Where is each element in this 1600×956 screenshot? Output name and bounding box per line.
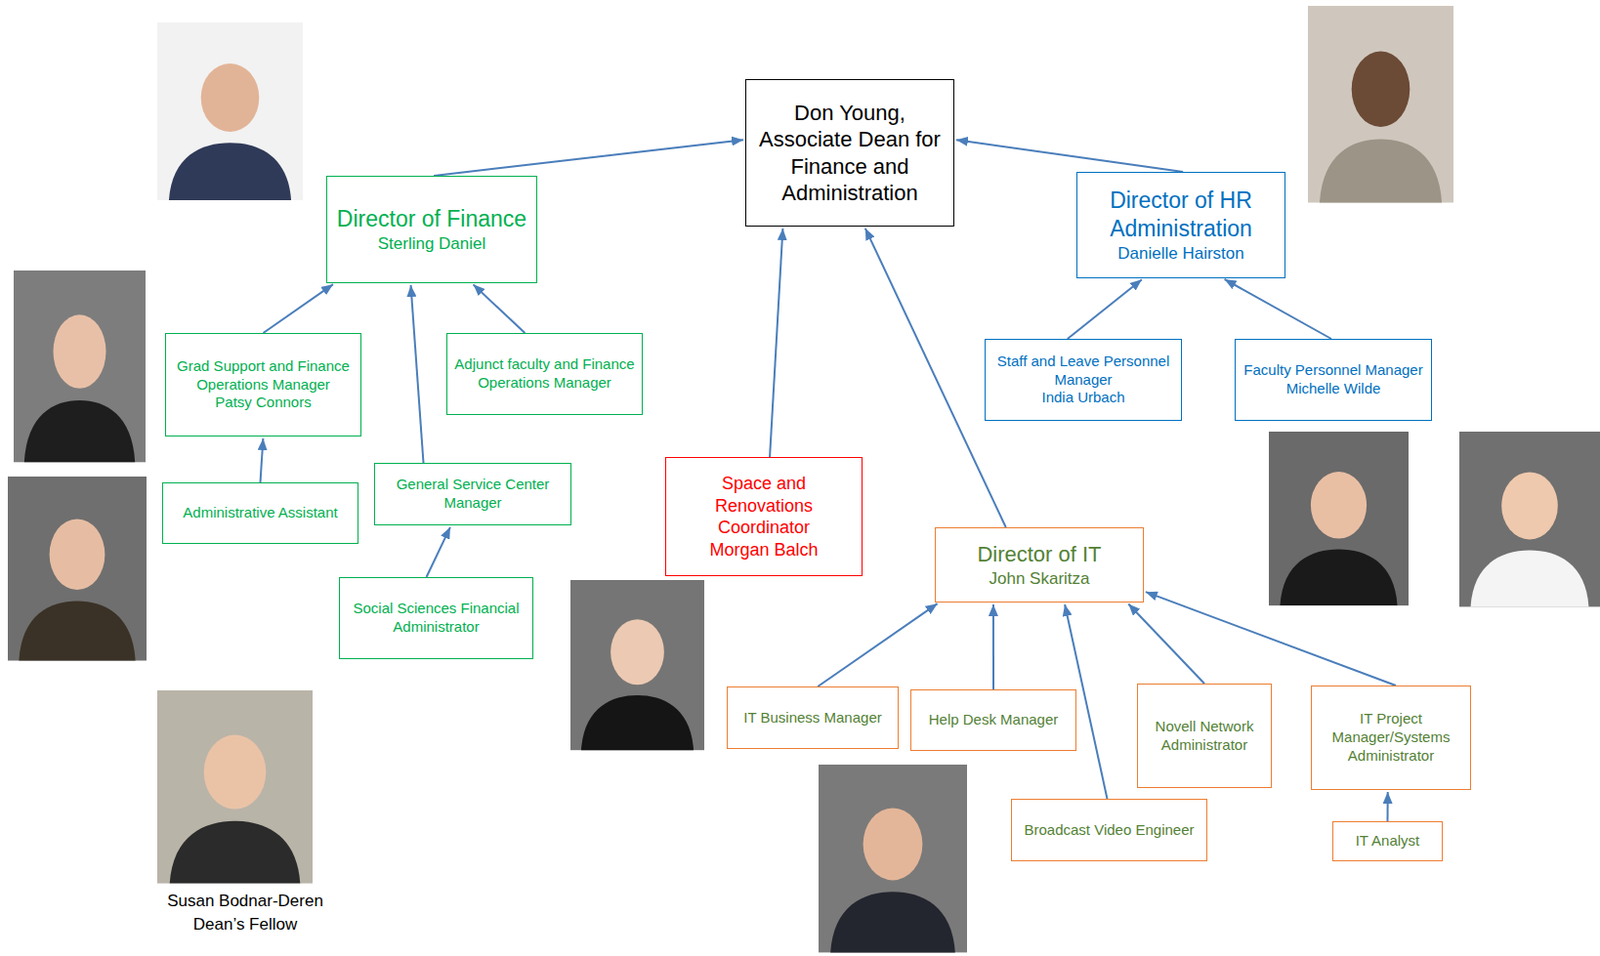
portrait-photo: [818, 764, 968, 953]
position-title: IT Analyst: [1355, 832, 1421, 851]
reporting-arrow: [1387, 792, 1390, 822]
photo-background: [570, 580, 705, 751]
photo-background: [7, 476, 147, 662]
position-title: Director of IT: [976, 541, 1101, 569]
photo-figure: [830, 891, 956, 953]
position-box: Space and Renovations CoordinatorMorgan …: [665, 457, 863, 577]
photo-figure: [581, 695, 694, 751]
position-title: Director of HR Administration: [1083, 186, 1279, 244]
position-title: Grad Support and Finance Operations Mana…: [171, 357, 355, 395]
position-title: Social Sciences Financial Administrator: [345, 599, 527, 637]
photo-face: [49, 519, 106, 591]
person-name: Sterling Daniel: [378, 233, 487, 254]
photo-figure: [24, 400, 135, 463]
position-box: Staff and Leave Personnel ManagerIndia U…: [984, 338, 1182, 422]
position-box: Social Sciences Financial Administrator: [338, 577, 534, 660]
director-box: Director of HR AdministrationDanielle Ha…: [1076, 171, 1286, 279]
photo-figure: [1319, 138, 1442, 203]
position-box: Faculty Personnel ManagerMichelle Wilde: [1234, 338, 1432, 422]
position-box: Broadcast Video Engineer: [1010, 799, 1208, 862]
position-title: IT Project Manager/Systems Administrator: [1317, 710, 1465, 765]
position-title: Faculty Personnel Manager: [1243, 361, 1423, 380]
person-name: Morgan Balch: [709, 539, 818, 562]
reporting-arrow: [263, 284, 334, 334]
portrait-photo: [7, 476, 147, 662]
portrait-photo: [1268, 431, 1409, 606]
photo-face: [863, 807, 924, 881]
photo-figure: [18, 601, 135, 662]
director-box: Director of FinanceSterling Daniel: [326, 175, 538, 284]
photo-background: [818, 764, 968, 953]
reporting-arrow: [769, 228, 783, 458]
reporting-arrow: [956, 139, 1183, 172]
position-title: Broadcast Video Engineer: [1023, 821, 1194, 841]
person-title: Dean’s Fellow: [137, 914, 353, 936]
position-title: Administrative Assistant: [182, 504, 337, 523]
photo-figure: [1279, 549, 1397, 607]
position-box: IT Project Manager/Systems Administrator: [1310, 685, 1472, 791]
position-title: Staff and Leave Personnel Manager: [991, 352, 1176, 390]
position-title: General Service Center Manager: [380, 475, 565, 513]
reporting-arrow: [1145, 591, 1396, 686]
reporting-arrow: [1128, 603, 1205, 684]
portrait-photo: [157, 690, 313, 885]
photo-background: [157, 22, 303, 201]
portrait-photo: [570, 580, 705, 751]
photo-background: [157, 690, 313, 885]
position-title: Don Young, Associate Dean for Finance an…: [752, 99, 948, 208]
photo-face: [610, 619, 665, 685]
photo-face: [1310, 471, 1367, 539]
position-box: Adjunct faculty and Finance Operations M…: [446, 333, 643, 416]
reporting-arrow: [992, 604, 995, 690]
person-name: Susan Bodnar-Deren: [137, 890, 353, 913]
photo-face: [1501, 471, 1558, 540]
reporting-arrow: [433, 139, 744, 176]
portrait-photo: [1459, 431, 1600, 607]
reporting-arrow: [1067, 279, 1142, 339]
photo-face: [1351, 51, 1411, 128]
person-name: Patsy Connors: [214, 393, 311, 413]
reporting-arrow: [472, 284, 525, 334]
photo-figure: [1471, 549, 1590, 607]
position-title: IT Business Manager: [743, 709, 882, 728]
position-box: Administrative Assistant: [162, 482, 359, 545]
position-box: IT Business Manager: [726, 686, 899, 750]
photo-background: [1307, 5, 1454, 204]
portrait-photo: [157, 22, 303, 201]
reporting-arrow: [426, 527, 451, 578]
person-name: Danielle Hairston: [1117, 243, 1244, 264]
photo-background: [13, 270, 146, 463]
position-title: Adjunct faculty and Finance Operations M…: [453, 355, 636, 393]
photo-face: [204, 735, 267, 810]
position-box: General Service Center Manager: [374, 463, 572, 526]
person-name: John Skaritza: [989, 568, 1091, 590]
position-box: Grad Support and Finance Operations Mana…: [165, 333, 362, 437]
person-name: Michelle Wilde: [1286, 379, 1382, 399]
person-name: India Urbach: [1041, 388, 1125, 408]
reporting-arrow: [1224, 279, 1332, 339]
director-box: Director of ITJohn Skaritza: [934, 527, 1144, 603]
photo-background: [1268, 431, 1409, 606]
photo-figure: [168, 142, 292, 201]
reporting-arrow: [411, 285, 424, 464]
photo-background: [1459, 431, 1600, 607]
reporting-arrow: [817, 603, 937, 687]
portrait-photo: [1307, 5, 1454, 204]
dean-box: Don Young, Associate Dean for Finance an…: [745, 79, 955, 227]
portrait-photo: [13, 270, 146, 463]
position-box: Novell Network Administrator: [1136, 683, 1272, 789]
photo-face: [201, 63, 260, 132]
position-title: Help Desk Manager: [928, 711, 1059, 730]
position-box: IT Analyst: [1332, 821, 1443, 862]
photo-face: [53, 314, 107, 389]
photo-figure: [169, 821, 301, 885]
position-box: Help Desk Manager: [910, 689, 1077, 752]
reporting-arrow: [260, 438, 264, 483]
position-title: Space and Renovations Coordinator: [672, 472, 856, 540]
position-title: Director of Finance: [336, 205, 527, 234]
position-title: Novell Network Administrator: [1143, 717, 1265, 756]
